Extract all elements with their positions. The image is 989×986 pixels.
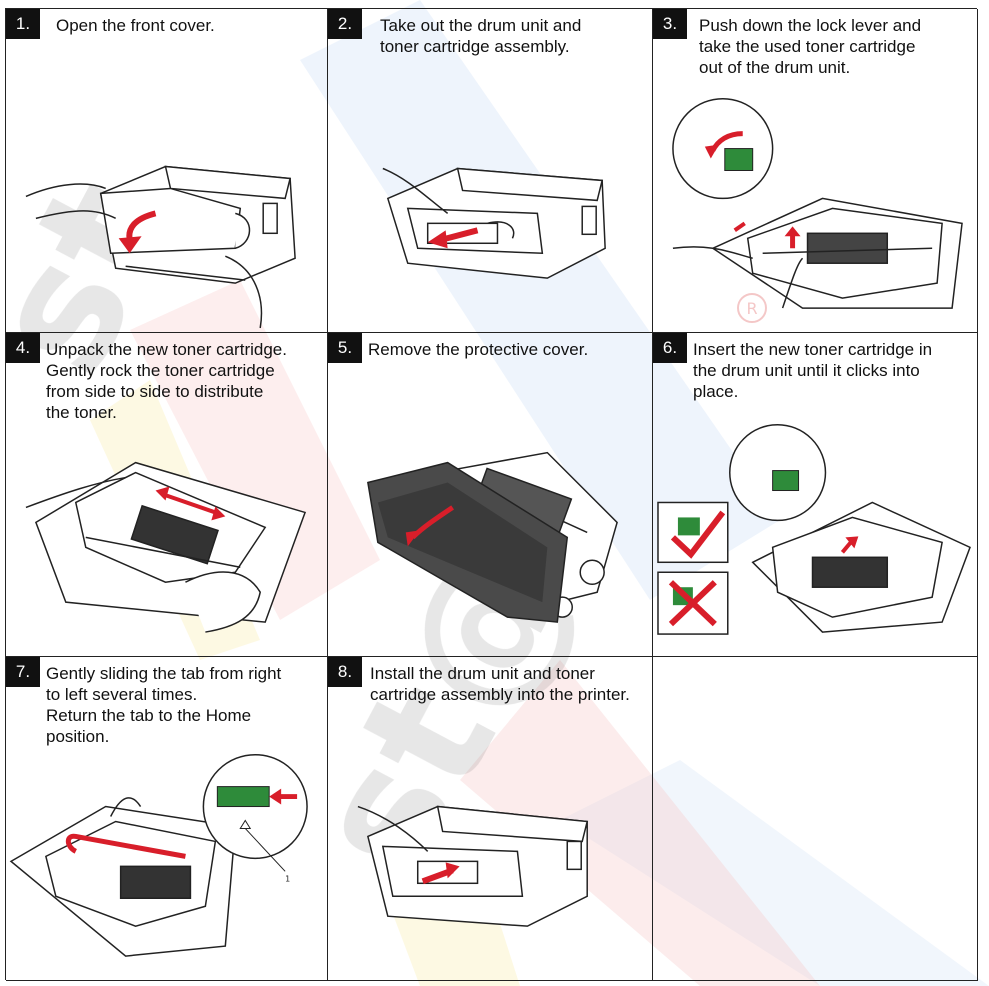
lock-lever-illustration (672, 97, 963, 309)
step-6-text: Insert the new toner cartridge in the dr… (693, 340, 933, 401)
install-drum-illustration (357, 805, 589, 927)
step-5-text: Remove the protective cover. (368, 340, 589, 359)
callout-label: 1 (285, 874, 290, 883)
instruction-grid: 1. Open the front cover. 2. Take out the… (5, 8, 978, 981)
step-7-text: Gently sliding the tab from right to lef… (46, 664, 282, 746)
step-3-text: Push down the lock lever and take the us… (699, 16, 922, 77)
remove-drum-illustration (382, 167, 606, 279)
slide-tab-illustration: 1 (9, 753, 308, 957)
step-3-panel: 3. Push down the lock lever and take the… (653, 9, 978, 333)
step-5-number: 5. (328, 333, 362, 363)
step-2-number: 2. (328, 9, 362, 39)
check-icon (670, 510, 726, 559)
step-2-panel: 2. Take out the drum unit and toner cart… (328, 9, 653, 333)
step-7-number: 7. (6, 657, 40, 687)
insert-cartridge-illustration (657, 423, 971, 635)
step-1-number: 1. (6, 9, 40, 39)
printer-open-cover-illustration (25, 165, 296, 329)
step-4-panel: 4. Unpack the new toner cartridge. Gentl… (6, 333, 328, 657)
step-6-number: 6. (653, 333, 687, 363)
step-1-text: Open the front cover. (56, 16, 215, 35)
step-2-text: Take out the drum unit and toner cartrid… (380, 16, 582, 56)
step-3-number: 3. (653, 9, 687, 39)
step-4-number: 4. (6, 333, 40, 363)
rock-cartridge-illustration (25, 461, 307, 633)
remove-protective-cover-illustration (367, 451, 618, 623)
step-4-text: Unpack the new toner cartridge. Gently r… (46, 340, 287, 422)
step-7-panel: 1 7. Gently sliding the tab from right t… (6, 657, 328, 981)
step-8-text: Install the drum unit and toner cartridg… (370, 664, 630, 704)
step-5-panel: 5. Remove the protective cover. (328, 333, 653, 657)
step-8-panel: 8. Install the drum unit and toner cartr… (328, 657, 653, 981)
empty-panel (653, 657, 978, 981)
step-8-number: 8. (328, 657, 362, 687)
step-1-panel: 1. Open the front cover. (6, 9, 328, 333)
step-6-panel: 6. Insert the new toner cartridge in the… (653, 333, 978, 657)
